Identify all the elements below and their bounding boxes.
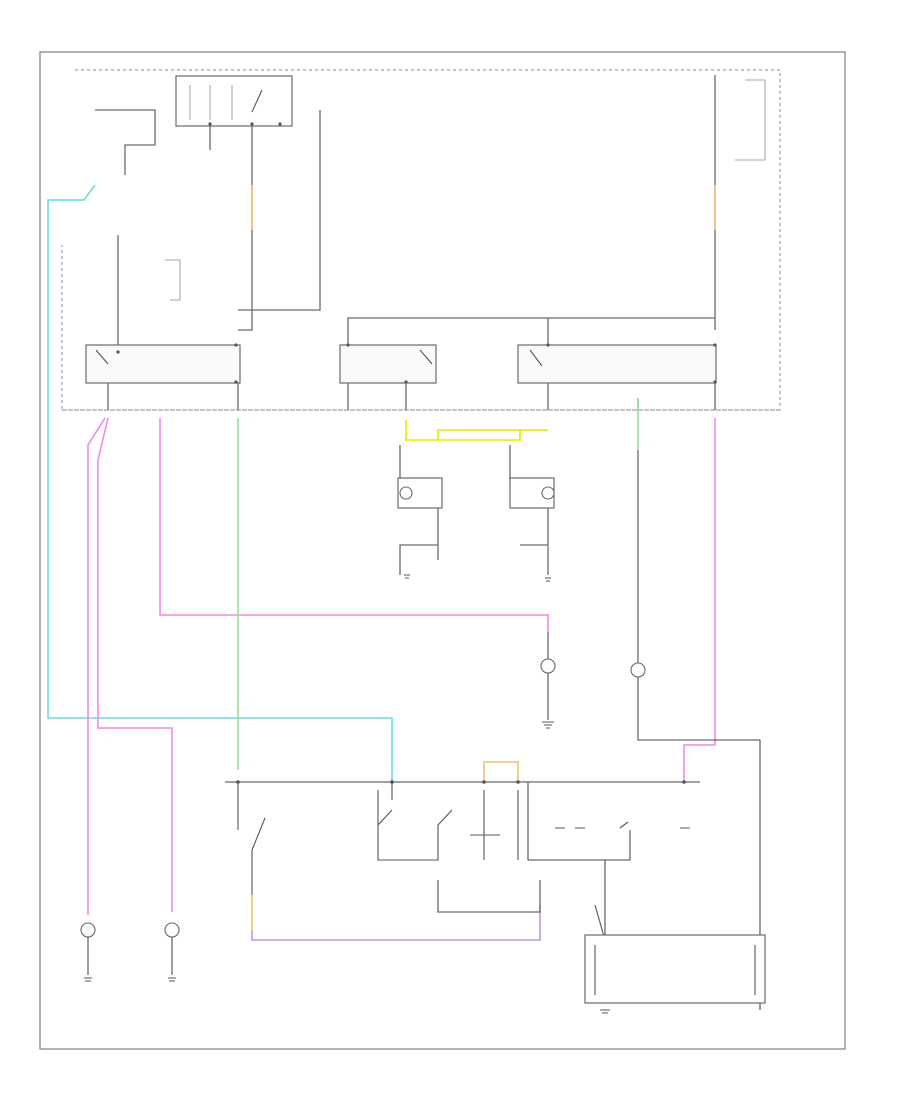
headlamp-switch-node-1 xyxy=(208,122,212,126)
wire-pink-center xyxy=(159,418,549,632)
wire-multifunction-switch xyxy=(527,782,631,861)
wire-orange-bottom xyxy=(483,761,519,782)
wire-relay-bus xyxy=(347,317,715,345)
diagram-border xyxy=(39,51,846,1050)
bottom-module-switch-icon xyxy=(594,945,756,995)
wire-right-headlamp-circuit xyxy=(509,445,549,575)
headlamp-switch-housing xyxy=(175,75,293,127)
relay-left-node-3 xyxy=(234,380,238,384)
switch-center-right-icon xyxy=(470,790,519,860)
wire-switch-feed-3 xyxy=(238,110,321,311)
relay-right-node-1 xyxy=(546,343,550,347)
left-rear-ground-icon xyxy=(84,977,92,982)
module-ground-icon xyxy=(600,1009,610,1014)
relay-left-node-1 xyxy=(116,350,120,354)
relay-right-contact xyxy=(529,349,543,367)
wire-pink-right xyxy=(683,418,716,782)
wire-rear-lamp-grounds xyxy=(87,937,173,975)
switch-left-icon xyxy=(237,782,266,895)
wire-left-headlamp-circuit xyxy=(399,445,439,575)
cluster-indicator-lamp-icon xyxy=(540,658,556,674)
cluster-ground-icon xyxy=(542,721,554,729)
left-rear-lamp-icon xyxy=(80,922,96,938)
right-headlamp-bulb-icon xyxy=(541,486,555,500)
wire-pink-left-1 xyxy=(87,417,106,915)
headlamp-switch xyxy=(175,75,293,127)
wire-top-right-spur xyxy=(735,79,766,161)
headlamp-ground-icon xyxy=(404,574,410,579)
relay-center-body xyxy=(339,344,437,384)
relay-left-body xyxy=(85,344,241,384)
relay-left xyxy=(85,343,241,384)
wire-left-fuse-spur xyxy=(165,259,181,301)
multifunction-switch-icon xyxy=(555,821,690,829)
relay-right xyxy=(517,343,717,384)
relay-center-node-2 xyxy=(404,380,408,384)
relay-right-node-3 xyxy=(713,380,717,384)
relay-center-contact xyxy=(419,349,433,365)
wire-cyan xyxy=(47,184,393,785)
wire-right-lamp xyxy=(637,450,761,1010)
relay-center-node-1 xyxy=(346,343,350,347)
relay-right-body xyxy=(517,344,717,384)
wire-yellow xyxy=(405,420,548,441)
headlamp-switch-blade xyxy=(251,89,263,113)
bottom-module-box xyxy=(584,934,766,1004)
left-headlamp-bulb-icon xyxy=(399,486,413,500)
relay-right-node-2 xyxy=(713,343,717,347)
relay-left-contact xyxy=(95,349,109,365)
right-headlamp-ground-icon xyxy=(545,577,551,582)
headlamp-switch-node-3 xyxy=(278,122,282,126)
right-rear-ground-icon xyxy=(168,977,176,982)
bus-node-4 xyxy=(516,780,520,784)
right-rear-lamp-icon xyxy=(164,922,180,938)
wire-pink-left-2 xyxy=(97,417,173,912)
bus-node-3 xyxy=(482,780,486,784)
switch-center-left-icon xyxy=(377,782,453,861)
relay-center xyxy=(339,343,437,384)
wire-violet-bottom xyxy=(251,905,541,941)
wire-battery-feed xyxy=(95,109,156,175)
wire-switch-link xyxy=(437,880,541,913)
wire-switch-feed-2 xyxy=(238,126,253,331)
fuse-block-outline xyxy=(61,69,781,411)
bus-node-5 xyxy=(682,780,686,784)
right-indicator-lamp-icon xyxy=(630,662,646,678)
relay-left-node-2 xyxy=(234,343,238,347)
headlamp-switch-node-2 xyxy=(250,122,254,126)
